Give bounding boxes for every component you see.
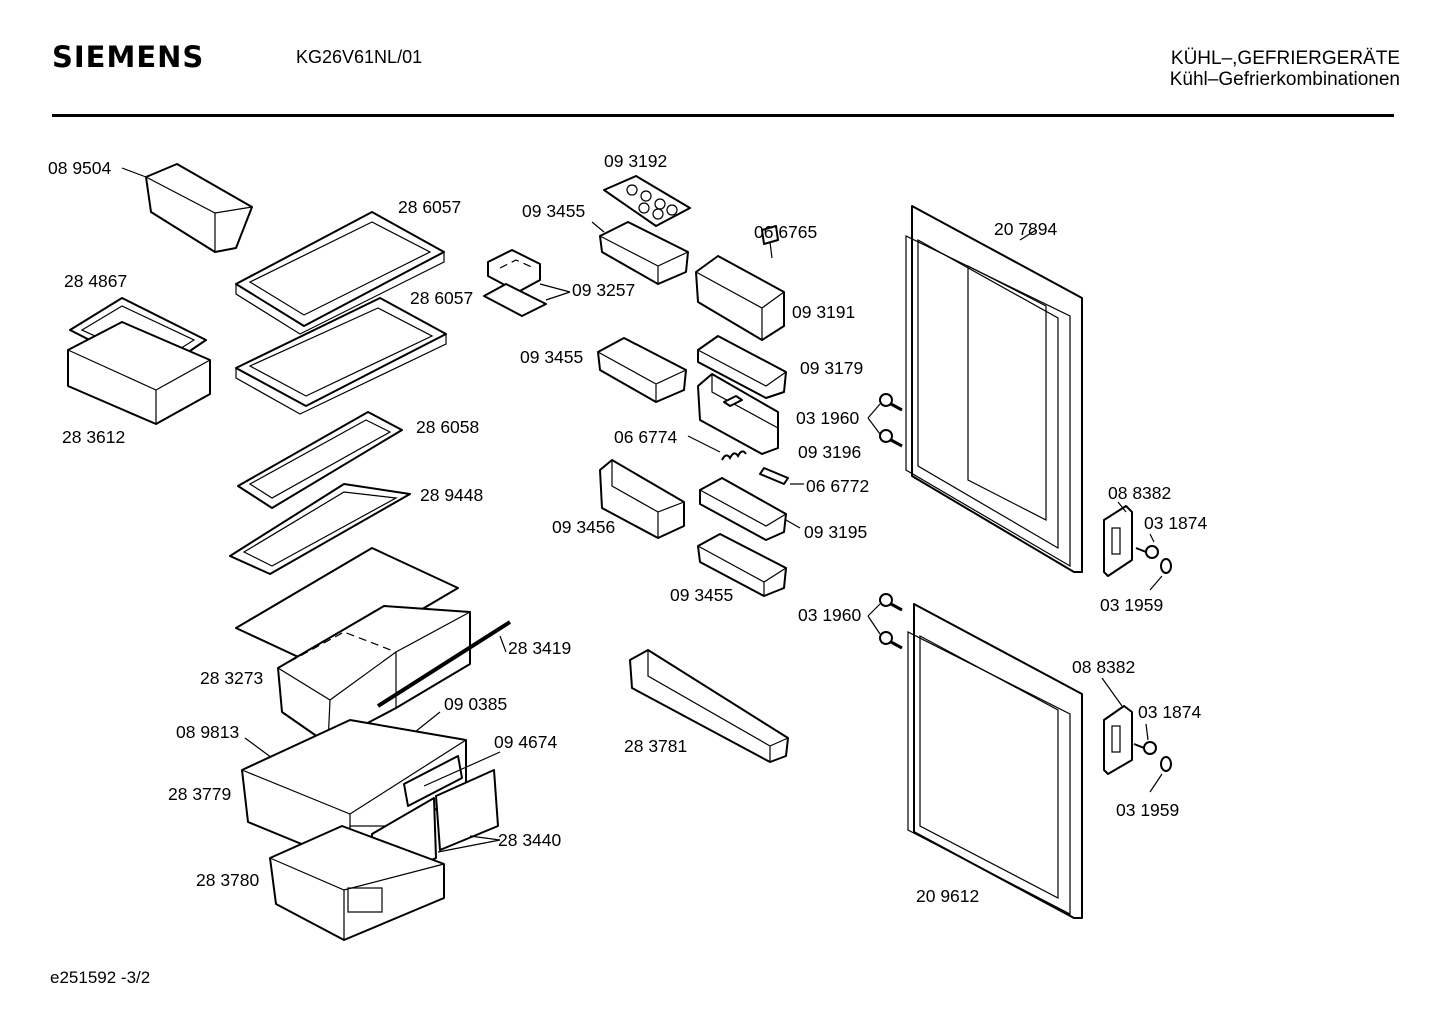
label-286057-second: 28 6057 xyxy=(410,288,473,308)
part-283780-freezer-drawer-lower xyxy=(269,825,445,941)
label-093257: 09 3257 xyxy=(572,280,635,300)
part-089504-small-box xyxy=(145,163,253,253)
label-093456: 09 3456 xyxy=(552,517,615,537)
part-093195-door-bin xyxy=(699,477,787,541)
label-289448: 28 9448 xyxy=(420,485,483,505)
label-066772: 06 6772 xyxy=(806,476,869,496)
part-094674-drawer-handle xyxy=(403,755,463,807)
label-286058: 28 6058 xyxy=(416,417,479,437)
model-number: KG26V61NL/01 xyxy=(296,47,423,67)
part-289448-shelf xyxy=(229,483,411,575)
part-088382-hinge-lower xyxy=(1103,705,1133,775)
part-093455-door-bin-top xyxy=(599,221,689,285)
part-283273-glass-plate xyxy=(235,547,459,669)
label-093195: 09 3195 xyxy=(804,522,867,542)
label-031874-lower: 03 1874 xyxy=(1138,702,1202,722)
label-283612: 28 3612 xyxy=(62,427,125,447)
label-031960-upper: 03 1960 xyxy=(796,408,860,428)
label-093191: 09 3191 xyxy=(792,302,855,322)
label-283779: 28 3779 xyxy=(168,784,231,804)
label-283419: 28 3419 xyxy=(508,638,571,658)
part-066774-spring xyxy=(721,450,747,461)
header-divider xyxy=(52,114,1394,117)
part-031959-washer-upper xyxy=(1160,558,1172,574)
label-031959-upper: 03 1959 xyxy=(1100,595,1163,615)
label-066765: 06 6765 xyxy=(754,222,817,242)
category-title: KÜHL–,GEFRIERGERÄTE xyxy=(1170,48,1400,69)
part-093455-door-bin-bottom xyxy=(697,533,787,597)
label-088382-upper: 08 8382 xyxy=(1108,483,1171,503)
part-031960-screws-upper xyxy=(879,393,903,448)
label-088382-lower: 08 8382 xyxy=(1072,657,1135,677)
brand-logo: SIEMENS xyxy=(52,40,205,74)
part-088382-hinge-upper xyxy=(1103,505,1133,577)
part-286057-glass-shelf-second xyxy=(235,297,447,415)
part-066765-screw xyxy=(761,225,779,259)
part-093196-door-box-lid xyxy=(697,373,779,455)
label-090385: 09 0385 xyxy=(444,694,507,714)
label-093455-top: 09 3455 xyxy=(522,201,585,221)
label-066774: 06 6774 xyxy=(614,427,678,447)
label-093179: 09 3179 xyxy=(800,358,863,378)
part-031874-hinge-pin-upper xyxy=(1135,545,1159,559)
category-subtitle: Kühl–Gefrierkombinationen xyxy=(1169,69,1400,90)
part-093191-door-box xyxy=(695,255,785,341)
label-031960-lower: 03 1960 xyxy=(798,605,862,625)
part-093192-egg-tray xyxy=(603,175,691,227)
part-093179-door-shelf xyxy=(697,335,787,399)
part-031874-hinge-pin-lower xyxy=(1133,741,1157,755)
label-089813: 08 9813 xyxy=(176,722,239,742)
part-freezer-drawer-upper xyxy=(277,605,471,745)
part-066772-pin xyxy=(759,467,789,485)
label-207894: 20 7894 xyxy=(994,219,1058,239)
part-283781-long-door-bin xyxy=(629,649,789,763)
label-031874-upper: 03 1874 xyxy=(1144,513,1208,533)
label-284867: 28 4867 xyxy=(64,271,127,291)
label-209612: 20 9612 xyxy=(916,886,979,906)
label-283440: 28 3440 xyxy=(498,830,562,850)
part-286057-glass-shelf-top xyxy=(235,211,445,335)
label-283780: 28 3780 xyxy=(196,870,260,890)
label-093196: 09 3196 xyxy=(798,442,861,462)
part-093456-tall-door-bin xyxy=(599,459,685,539)
part-031960-screws-lower xyxy=(879,593,903,650)
part-093257-butter-box xyxy=(483,249,547,317)
part-286058-narrow-shelf xyxy=(237,411,403,509)
label-094674: 09 4674 xyxy=(494,732,558,752)
label-093455-mid: 09 3455 xyxy=(520,347,583,367)
label-089504: 08 9504 xyxy=(48,158,112,178)
label-283781: 28 3781 xyxy=(624,736,687,756)
part-209612-freezer-door xyxy=(907,603,1083,919)
label-093455-bottom: 09 3455 xyxy=(670,585,733,605)
label-286057-top: 28 6057 xyxy=(398,197,461,217)
document-reference: e251592 -3/2 xyxy=(50,968,151,987)
label-093192: 09 3192 xyxy=(604,151,667,171)
label-031959-lower: 03 1959 xyxy=(1116,800,1179,820)
label-283273: 28 3273 xyxy=(200,668,263,688)
part-031959-washer-lower xyxy=(1160,756,1172,772)
part-207894-fridge-door xyxy=(905,205,1083,573)
part-283612-crisper-box xyxy=(67,321,211,425)
part-093455-door-bin-mid xyxy=(597,337,687,403)
